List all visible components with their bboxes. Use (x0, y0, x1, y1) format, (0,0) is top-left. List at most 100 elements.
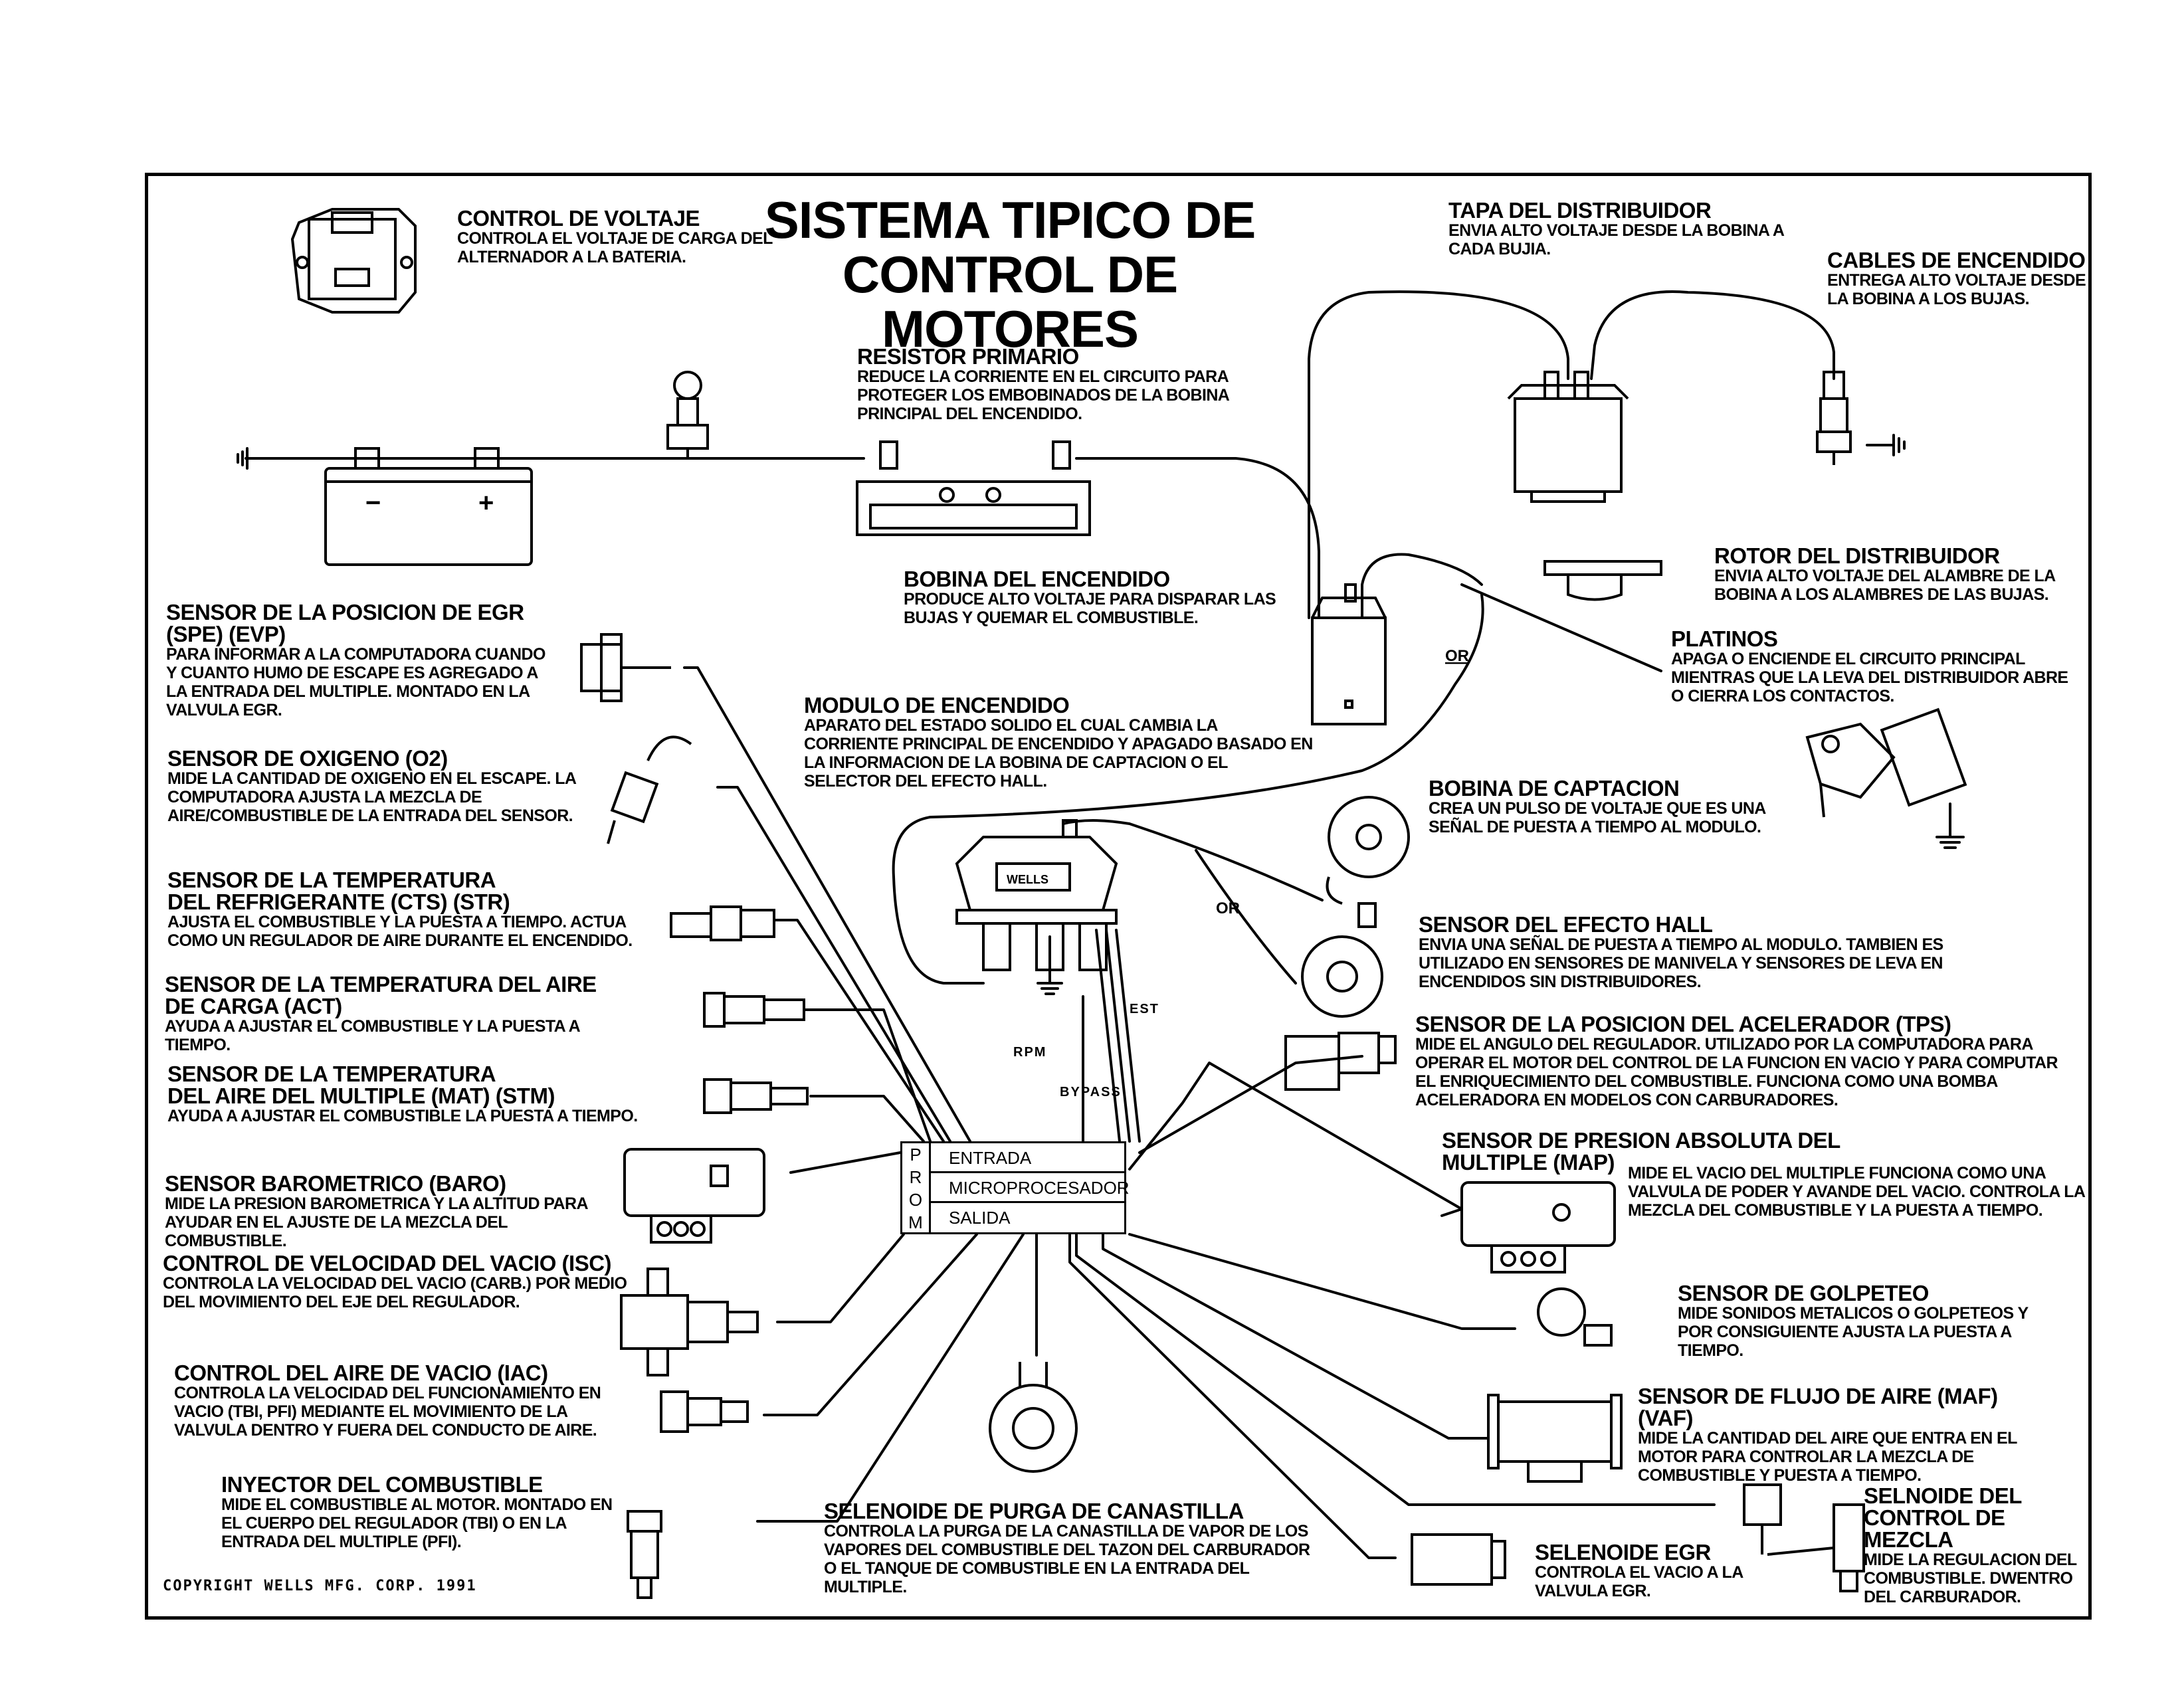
spark-plug-icon (1816, 371, 1852, 465)
maf-sensor-label: SENSOR DE FLUJO DE AIRE (MAF) (VAF) MIDE… (1638, 1384, 2017, 1485)
ignition-key-icon (666, 371, 709, 458)
distributor-rotor-icon (1543, 560, 1662, 601)
battery-minus: − (365, 488, 381, 518)
prom-letter: R (909, 1167, 922, 1187)
primary-resistor-icon (856, 440, 1091, 536)
ignition-coil-icon (1311, 583, 1387, 725)
ignition-cables-label: CABLES DE ENCENDIDO ENTREGA ALTO VOLTAJE… (1827, 248, 2086, 308)
egr-solenoid-icon (1411, 1533, 1506, 1586)
manifold-air-temp-sensor-icon (703, 1078, 809, 1114)
egr-solenoid-line (1068, 1233, 1397, 1559)
baro-sensor-line (789, 1151, 902, 1174)
coil-to-cap-wire (1308, 290, 1569, 619)
egr-solenoid-label: SELENOIDE EGR CONTROLA EL VACIO A LA VAL… (1535, 1540, 1743, 1600)
prom-letter: P (910, 1145, 922, 1165)
canister-purge-solenoid-icon (989, 1362, 1078, 1473)
prom-rows: ENTRADA MICROPROCESADOR SALIDA (929, 1143, 1130, 1232)
wire-label-or1: OR (1445, 647, 1469, 665)
coil-to-points-wire (1460, 583, 1662, 672)
wire-label-bypass: BYPASS (1060, 1085, 1122, 1099)
ignition-coil-label: BOBINA DEL ENCENDIDO PRODUCE ALTO VOLTAJ… (904, 567, 1276, 627)
battery-icon (324, 447, 533, 566)
pickup-coil-label: BOBINA DE CAPTACION CREA UN PULSO DE VOL… (1429, 776, 1765, 836)
distributor-cap-icon (1507, 371, 1629, 503)
module-to-pickup-wire (1062, 819, 1324, 901)
prom-letter: M (908, 1212, 923, 1232)
act-sensor-line (803, 1008, 932, 1143)
module-brand: WELLS (1007, 873, 1048, 886)
knock-sensor-icon (1537, 1287, 1613, 1347)
idle-speed-control-icon (620, 1268, 759, 1376)
map-line (1128, 1062, 1463, 1217)
ignition-module-label: MODULO DE ENCENDIDO APARATO DEL ESTADO S… (804, 693, 1313, 791)
mixture-control-solenoid-label: SELNOIDE DEL CONTROL DE MEZCLA MIDE LA R… (1864, 1483, 2077, 1606)
prom-row-microprocessor: MICROPROCESADOR (929, 1173, 1130, 1203)
mat-sensor-line (809, 1095, 925, 1143)
cts-sensor-line (773, 919, 945, 1143)
idle-air-control-icon (660, 1390, 749, 1433)
title-line-2: CONTROL DE MOTORES (842, 245, 1178, 358)
pickup-coil-icon (1326, 796, 1410, 905)
copyright: COPYRIGHT WELLS MFG. CORP. 1991 (163, 1578, 477, 1594)
distributor-cap-label: TAPA DEL DISTRIBUIDOR ENVIA ALTO VOLTAJE… (1448, 198, 1784, 258)
canister-purge-solenoid-label: SELENOIDE DE PURGA DE CANASTILLA CONTROL… (824, 1499, 1310, 1596)
prom-box: P R O M ENTRADA MICROPROCESADOR SALIDA (900, 1141, 1130, 1234)
o2-sensor-line (716, 786, 951, 1143)
mixture-control-solenoid-icon (1743, 1483, 1865, 1592)
isc-label: CONTROL DE VELOCIDAD DEL VACIO (ISC) CON… (163, 1251, 627, 1311)
map-sensor-icon (1460, 1181, 1616, 1273)
resistor-to-coil-wire (1075, 457, 1320, 619)
prom-row-input: ENTRADA (929, 1143, 1124, 1173)
map-sensor-desc: MIDE EL VACIO DEL MULTIPLE FUNCIONA COMO… (1628, 1164, 2085, 1220)
cap-to-plug-wire (1590, 290, 1835, 380)
knock-sensor-label: SENSOR DE GOLPETEO MIDE SONIDOS METALICO… (1678, 1281, 2029, 1360)
ignition-module-icon (955, 819, 1118, 971)
wire-label-or2: OR (1216, 899, 1240, 917)
points-icon (1805, 707, 1967, 818)
prom-letter: O (908, 1190, 923, 1210)
coolant-temp-sensor-label: SENSOR DE LA TEMPERATURA DEL REFRIGERANT… (167, 868, 633, 950)
iac-label: CONTROL DEL AIRE DE VACIO (IAC) CONTROLA… (174, 1361, 601, 1440)
injector-line (756, 1233, 1025, 1523)
distributor-rotor-label: ROTOR DEL DISTRIBUIDOR ENVIA ALTO VOLTAJ… (1714, 543, 2055, 604)
egr-position-sensor-label: SENSOR DE LA POSICION DE EGR (SPE) (EVP)… (166, 600, 546, 719)
baro-sensor-label: SENSOR BAROMETRICO (BARO) MIDE LA PRESIO… (165, 1171, 588, 1250)
throttle-position-sensor-icon (1284, 1032, 1397, 1091)
knock-line (1128, 1233, 1516, 1330)
air-charge-temp-sensor-icon (703, 992, 805, 1028)
oxygen-sensor-icon (607, 735, 692, 844)
charge-air-temp-sensor-label: SENSOR DE LA TEMPERATURA DEL AIRE DE CAR… (165, 972, 597, 1054)
isc-line (776, 1233, 905, 1323)
coolant-temp-sensor-icon (670, 905, 775, 941)
prom-letters: P R O M (902, 1143, 931, 1232)
points-label: PLATINOS APAGA O ENCIENDE EL CIRCUITO PR… (1671, 626, 2068, 706)
baro-sensor-icon (623, 1148, 765, 1244)
oxygen-sensor-label: SENSOR DE OXIGENO (O2) MIDE LA CANTIDAD … (167, 746, 576, 825)
title-line-1: SISTEMA TIPICO DE (764, 191, 1256, 249)
page-title: SISTEMA TIPICO DE CONTROL DE MOTORES (751, 193, 1269, 356)
voltage-control-label: CONTROL DE VOLTAJE CONTROLA EL VOLTAJE D… (457, 206, 773, 266)
egr-position-sensor-icon (580, 633, 671, 702)
fuel-injector-label: INYECTOR DEL COMBUSTIBLE MIDE EL COMBUST… (221, 1472, 613, 1551)
manifold-air-temp-sensor-label: SENSOR DE LA TEMPERATURA DEL AIRE DEL MU… (167, 1062, 638, 1125)
map-sensor-title: SENSOR DE PRESION ABSOLUTA DEL MULTIPLE … (1442, 1128, 1840, 1175)
hall-effect-sensor-label: SENSOR DEL EFECTO HALL ENVIA UNA SEÑAL D… (1419, 912, 1943, 991)
prom-row-output: SALIDA (949, 1208, 1011, 1228)
coil-to-module-wire (892, 593, 1484, 985)
maf-line (1102, 1233, 1490, 1440)
wire-label-est: EST (1130, 1002, 1159, 1016)
wire-label-rpm: RPM (1013, 1045, 1046, 1060)
egr-sensor-line (683, 666, 971, 1143)
maf-sensor-icon (1487, 1394, 1623, 1483)
throttle-position-sensor-label: SENSOR DE LA POSICION DEL ACELERADOR (TP… (1415, 1012, 2058, 1109)
primary-resistor-label: RESISTOR PRIMARIO REDUCE LA CORRIENTE EN… (857, 344, 1229, 423)
hall-sensor-icon (1301, 902, 1383, 1018)
iac-line (763, 1233, 978, 1416)
diagram-frame (145, 173, 2092, 1620)
fuel-injector-icon (627, 1510, 662, 1599)
voltage-regulator-icon (290, 208, 417, 314)
battery-plus: + (478, 488, 494, 518)
mixture-solenoid-line (1075, 1233, 1716, 1506)
module-to-hall-wire (1195, 849, 1297, 985)
